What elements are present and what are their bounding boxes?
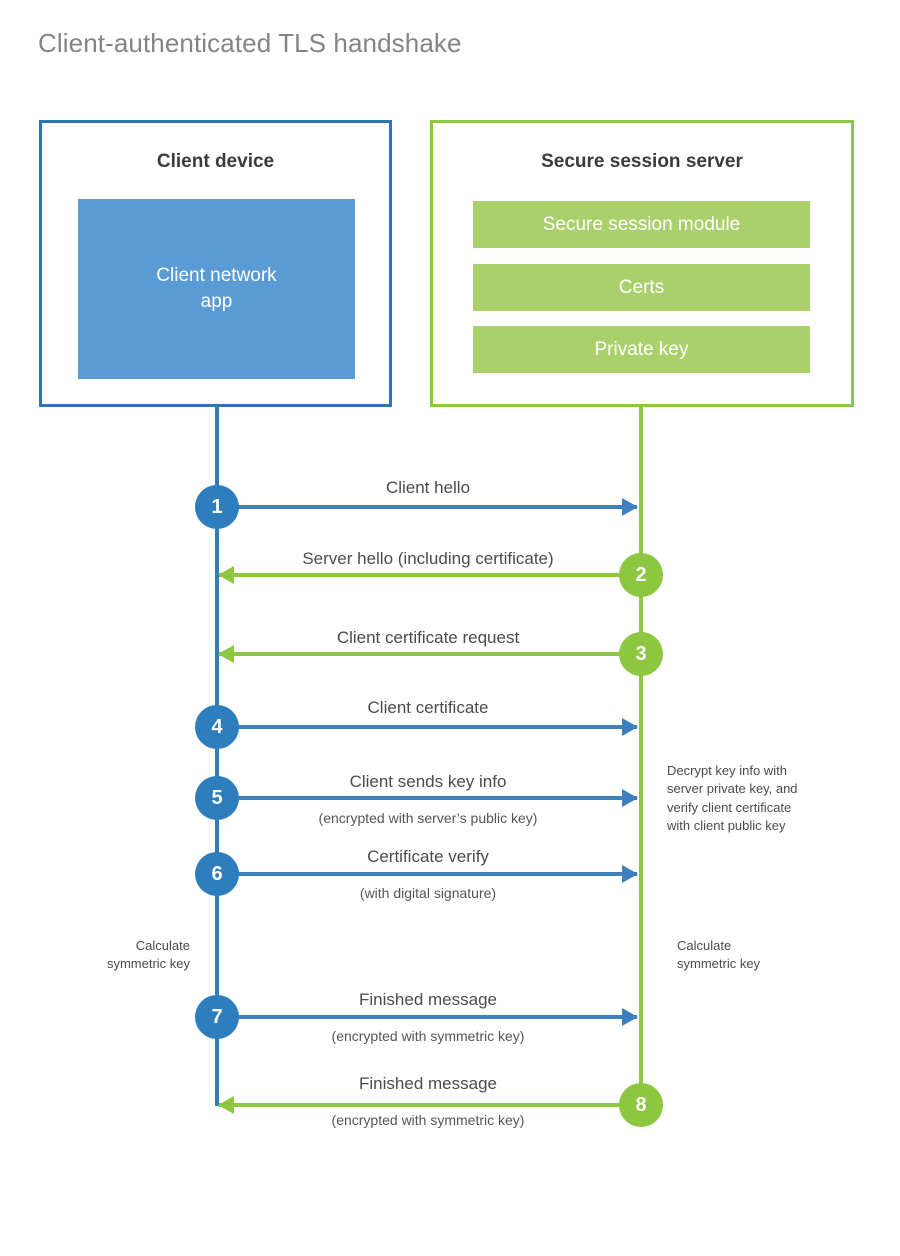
- annotation-line: with client public key: [667, 818, 786, 834]
- server-component-certs: Certs: [473, 264, 810, 311]
- annotation-line: symmetric key: [677, 956, 761, 972]
- page-title: Client-authenticated TLS handshake: [38, 28, 462, 58]
- step-1-arrow: [217, 498, 638, 516]
- annotation-line: Decrypt key info with: [667, 763, 787, 778]
- step-5-label: Client sends key info: [349, 772, 507, 791]
- step-3-circle: 3: [619, 632, 663, 676]
- secure-session-server-title: Secure session server: [541, 151, 743, 172]
- client-device-box: Client device Client network app: [39, 120, 392, 407]
- step-4-arrow: [217, 718, 638, 736]
- step-6-sublabel: (with digital signature): [359, 885, 497, 901]
- server-calculate-symmetric-key-annotation: Calculate symmetric key: [677, 937, 837, 974]
- client-network-app-block: Client network app: [78, 199, 355, 379]
- step-4-label: Client certificate: [367, 698, 489, 717]
- step-3-label: Client certificate request: [336, 628, 520, 647]
- arrow-head-icon: [622, 718, 638, 736]
- arrow-head-icon: [622, 1008, 638, 1026]
- client-lifeline: [215, 406, 219, 1106]
- step-7-arrow: [217, 1008, 638, 1026]
- step-2-arrow: [218, 566, 639, 584]
- step-1-label: Client hello: [385, 478, 471, 497]
- client-device-title: Client device: [156, 151, 275, 172]
- step-3-arrow: [218, 645, 639, 663]
- server-decrypt-annotation: Decrypt key info with server private key…: [667, 762, 842, 836]
- client-app-label-line1: Client network: [156, 265, 277, 287]
- client-calculate-symmetric-key-annotation: Calculate symmetric key: [50, 937, 190, 974]
- step-6-label: Certificate verify: [367, 847, 489, 866]
- arrow-head-icon: [218, 645, 234, 663]
- server-lifeline: [639, 406, 643, 1106]
- step-4-circle: 4: [195, 705, 239, 749]
- step-7-label: Finished message: [359, 990, 497, 1009]
- step-8-sublabel: (encrypted with symmetric key): [331, 1112, 525, 1128]
- step-2-circle: 2: [619, 553, 663, 597]
- server-component-label: Certs: [618, 276, 665, 298]
- step-6-arrow: [217, 865, 638, 883]
- arrow-head-icon: [622, 865, 638, 883]
- annotation-line: Calculate: [677, 938, 732, 953]
- annotation-line: symmetric key: [106, 956, 190, 972]
- annotation-line: verify client certificate: [667, 799, 792, 815]
- step-2-label: Server hello (including certificate): [302, 549, 554, 568]
- step-8-arrow: [218, 1096, 639, 1114]
- step-8-label: Finished message: [359, 1074, 497, 1093]
- step-5-sublabel: (encrypted with server’s public key): [318, 810, 538, 826]
- client-app-label-line2: app: [200, 291, 233, 312]
- step-1-circle: 1: [195, 485, 239, 529]
- step-7-sublabel: (encrypted with symmetric key): [331, 1028, 525, 1044]
- client-network-app-label: Client network app: [117, 263, 317, 314]
- step-8-circle: 8: [619, 1083, 663, 1127]
- server-component-secure-session-module: Secure session module: [473, 201, 810, 248]
- arrow-head-icon: [622, 498, 638, 516]
- step-5-arrow: [217, 789, 638, 807]
- server-component-label: Secure session module: [542, 213, 741, 235]
- arrow-head-icon: [218, 1096, 234, 1114]
- secure-session-server-box: Secure session server Secure session mod…: [430, 120, 854, 407]
- server-component-private-key: Private key: [473, 326, 810, 373]
- annotation-line: Calculate: [135, 938, 190, 953]
- server-component-label: Private key: [594, 338, 689, 360]
- step-7-circle: 7: [195, 995, 239, 1039]
- arrow-head-icon: [622, 789, 638, 807]
- arrow-head-icon: [218, 566, 234, 584]
- step-6-circle: 6: [195, 852, 239, 896]
- step-5-circle: 5: [195, 776, 239, 820]
- annotation-line: server private key, and: [667, 781, 798, 797]
